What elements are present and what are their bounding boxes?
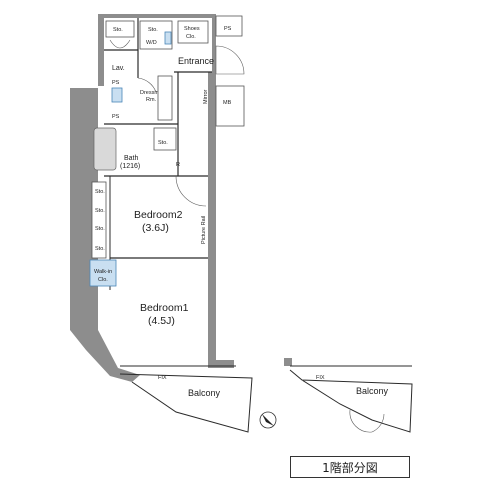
dressing-counter — [157, 75, 173, 121]
bedroom2-size-label: (3.6J) — [142, 222, 169, 234]
picture-rail-label: Picture Rail — [201, 216, 207, 244]
r-label: R — [176, 162, 180, 168]
mb-box — [215, 85, 245, 127]
exterior-walls — [70, 14, 234, 382]
floor-label: 1階部分図 — [290, 456, 410, 478]
walkin-label: Walk-in — [94, 269, 112, 275]
sto-b2-1: Sto. — [95, 189, 105, 195]
bathtub — [93, 127, 117, 171]
sto-lav-label: Sto. — [113, 27, 123, 33]
ps-left1-label: PS — [112, 80, 120, 86]
fix-left-label: FIX — [158, 375, 167, 381]
bedroom1-label: Bedroom1 — [140, 302, 189, 314]
interior-walls — [104, 18, 253, 433]
wd-tap — [164, 31, 172, 45]
entrance-label: Entrance — [178, 56, 214, 66]
shoes-closet — [177, 20, 209, 44]
b2-closets — [91, 181, 107, 259]
shoes-clo-label: Clo. — [186, 34, 196, 40]
mb-label: MB — [223, 100, 232, 106]
north-arrow-icon — [259, 411, 277, 429]
mirror-label: Mirror — [203, 89, 209, 104]
sto-b2-3: Sto. — [95, 226, 105, 232]
entrance-door — [215, 45, 245, 75]
balcony-right-label: Balcony — [356, 386, 389, 396]
utility-icon — [111, 87, 123, 103]
shoes-label: Shoes — [184, 26, 200, 32]
wd-label: W/D — [146, 40, 157, 46]
partial-plan-right — [284, 358, 413, 433]
walkin-closet — [89, 259, 117, 287]
dressing-rm-label: Rm. — [146, 97, 157, 103]
bedroom2-label: Bedroom2 — [134, 209, 183, 221]
ps-top-label: PS — [224, 26, 232, 32]
lav-label: Lav. — [112, 65, 125, 72]
sto-b2-4: Sto. — [95, 246, 105, 252]
bath-label: Bath — [124, 155, 139, 162]
dressing-door — [137, 77, 157, 93]
sto-b2-2: Sto. — [95, 208, 105, 214]
bedroom2-door — [175, 175, 207, 207]
walkin-clo-label: Clo. — [98, 277, 108, 283]
bedroom1-size-label: (4.5J) — [148, 315, 175, 327]
dressing-label: Dressing — [140, 90, 162, 96]
sto-wd-label: Sto. — [148, 27, 158, 33]
sto-bath-label: Sto. — [158, 140, 168, 146]
ps-top — [215, 15, 243, 37]
fix-right-label: FIX — [316, 375, 325, 381]
storage-lav — [105, 20, 135, 38]
bath-size-label: (1216) — [120, 163, 140, 170]
sto-bath — [153, 127, 177, 151]
balcony-left-label: Balcony — [188, 388, 221, 398]
lav-basin — [109, 39, 131, 49]
ps-left2-label: PS — [112, 114, 120, 120]
